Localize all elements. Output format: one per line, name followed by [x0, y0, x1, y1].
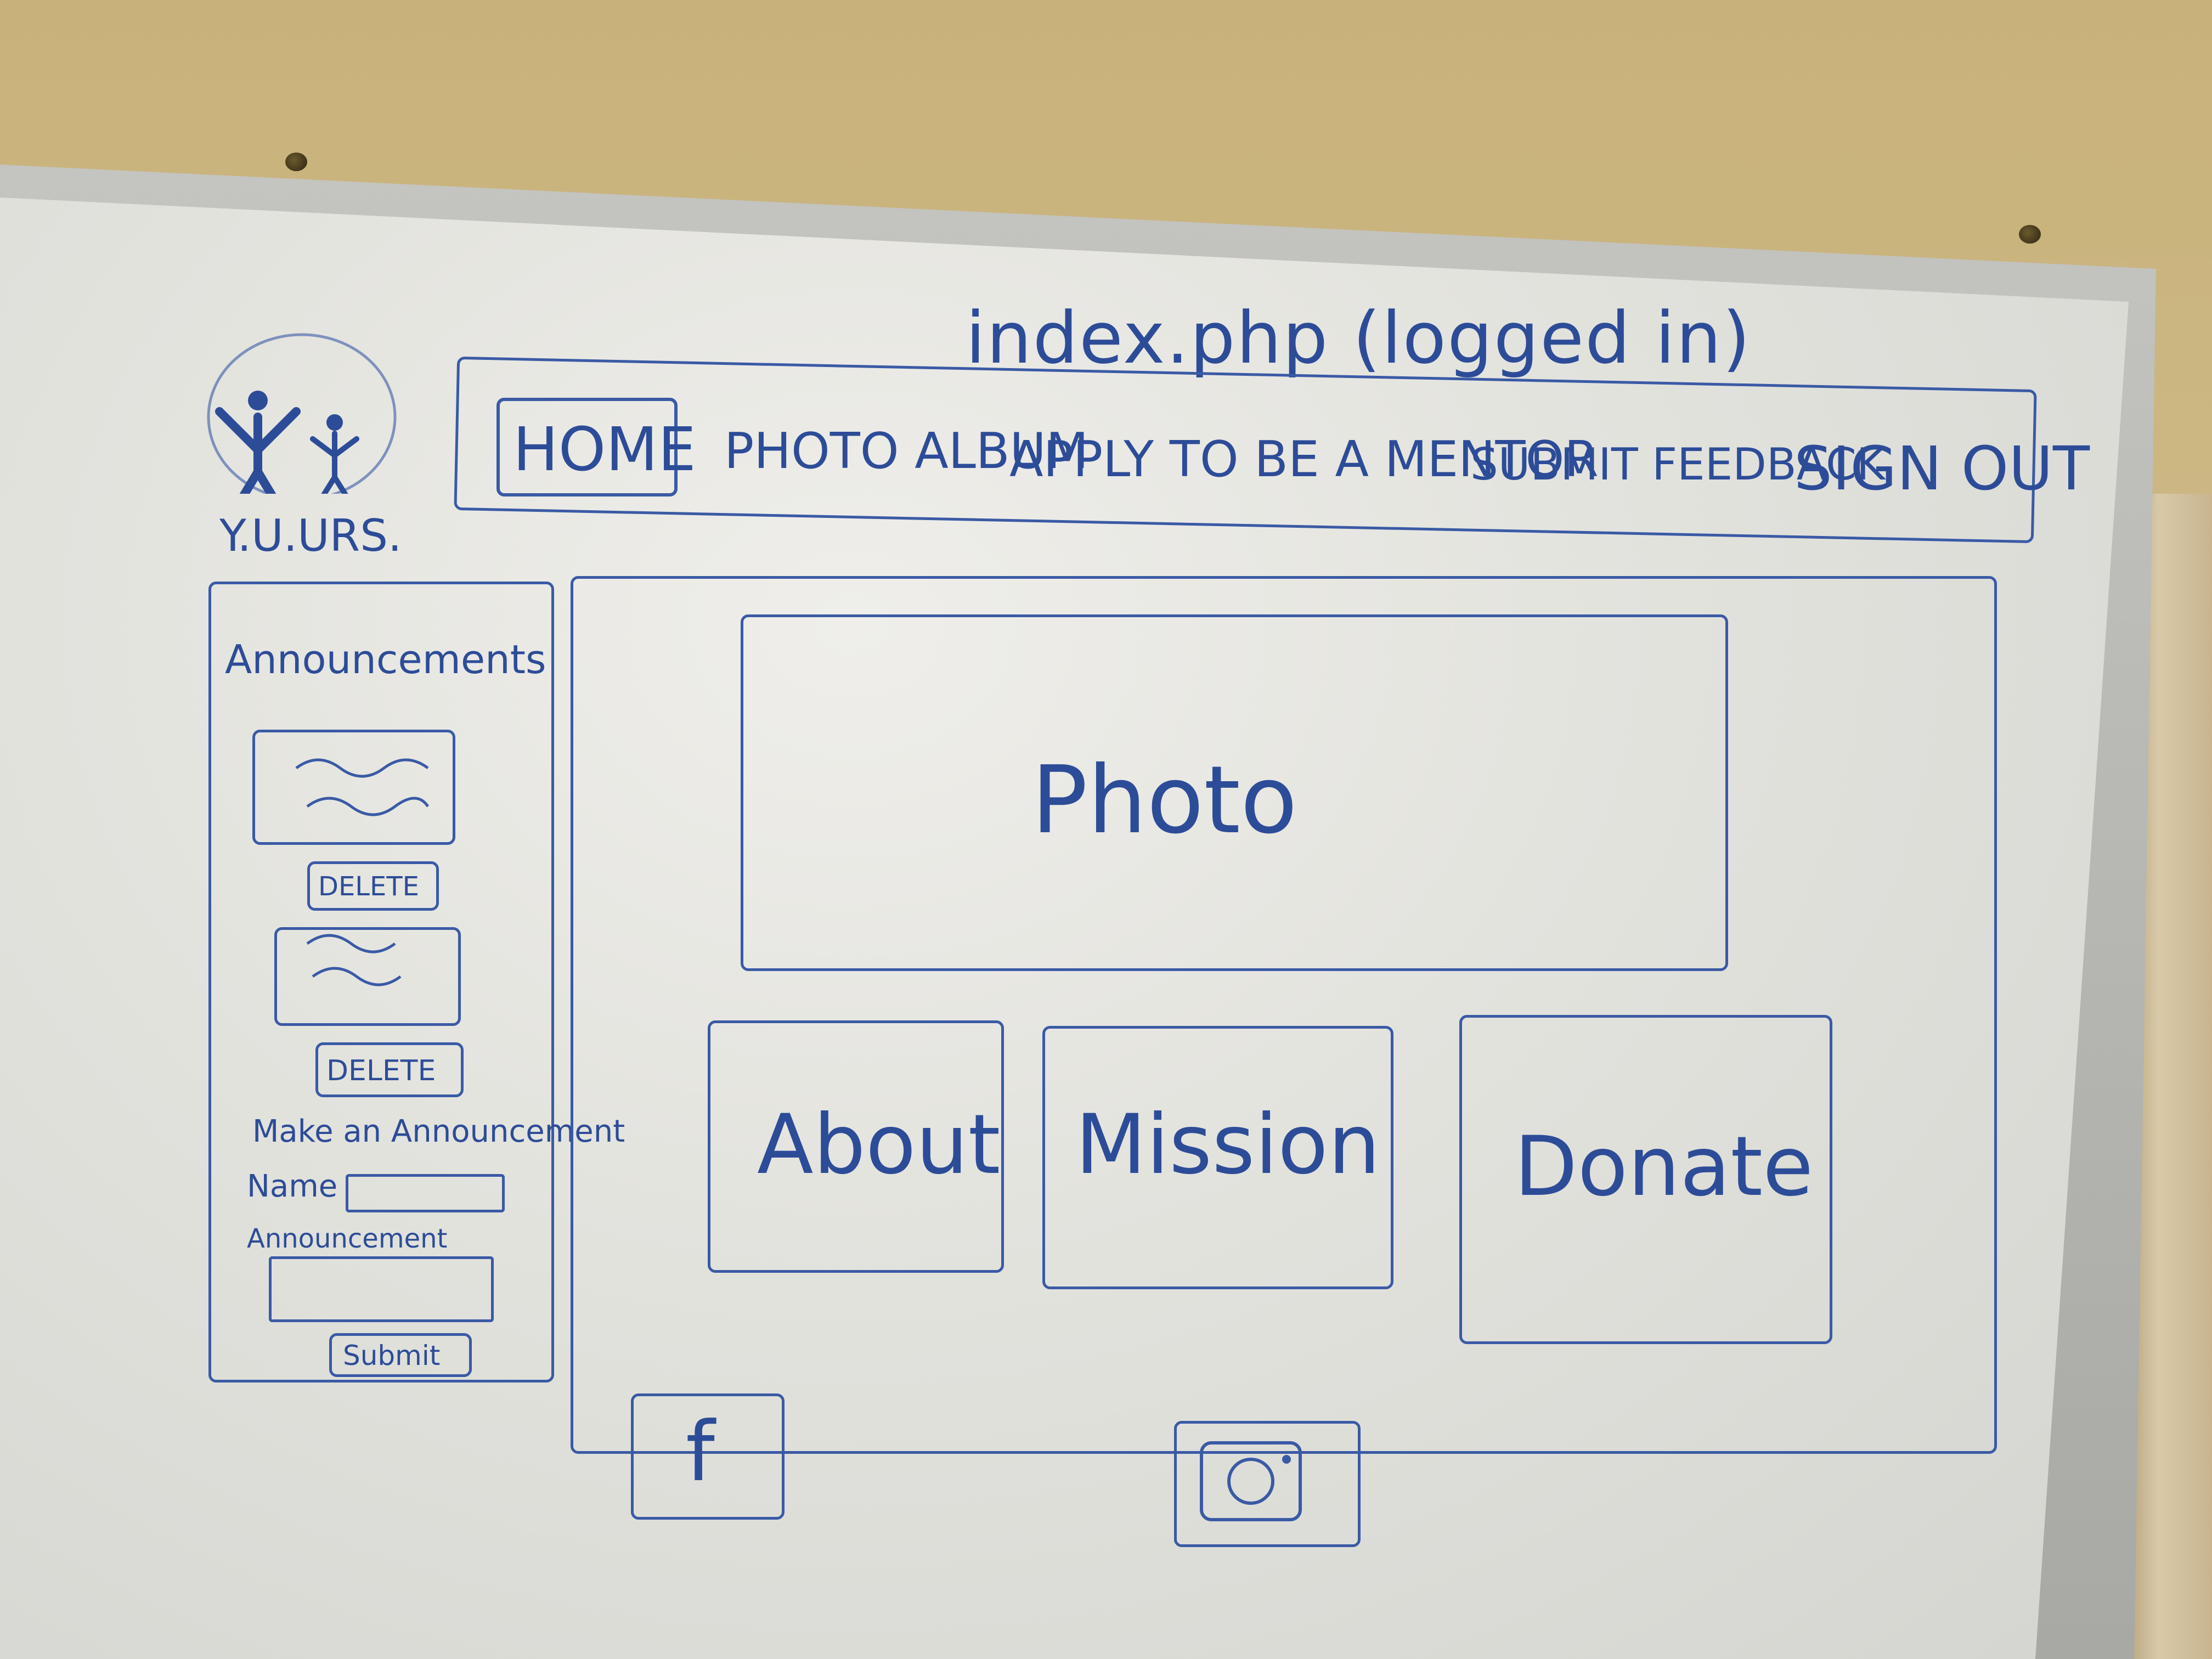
hero-photo-label: Photo	[1031, 746, 1297, 855]
submit-button[interactable]	[329, 1333, 472, 1377]
nav-home-button[interactable]	[496, 398, 678, 496]
nav-apply-mentor[interactable]: APPLY TO BE A MENTOR	[1009, 431, 1599, 488]
announcement-label: Announcement	[247, 1223, 448, 1254]
announcement-card	[274, 927, 461, 1026]
announcement-card	[252, 730, 455, 845]
instagram-icon[interactable]	[1174, 1421, 1361, 1547]
delete-button-2[interactable]	[315, 1042, 464, 1097]
make-announcement-title: Make an Announcement	[252, 1114, 625, 1149]
logo-figures-icon	[207, 333, 397, 494]
hero-photo	[741, 614, 1728, 971]
about-card[interactable]	[708, 1020, 1004, 1273]
page-title: index.php (logged in)	[966, 296, 1752, 380]
wall-hook	[2019, 225, 2041, 244]
nav-submit-feedback[interactable]: SUBMIT FEEDBACK	[1470, 439, 1886, 490]
mission-card[interactable]	[1042, 1026, 1393, 1289]
sidebar	[208, 582, 554, 1383]
wall-hook	[285, 153, 307, 171]
donate-card[interactable]	[1459, 1015, 1832, 1344]
donate-label: Donate	[1514, 1119, 1814, 1215]
logo-text: Y.U.URS.	[219, 510, 402, 561]
name-label: Name	[247, 1169, 338, 1204]
delete-button-1[interactable]	[307, 861, 439, 911]
announcement-textarea[interactable]	[269, 1256, 494, 1322]
nav-sign-out[interactable]: SIGN OUT	[1794, 433, 2090, 504]
mission-label: Mission	[1075, 1097, 1380, 1193]
nav-photo-album[interactable]: PHOTO ALBUM	[724, 422, 1089, 480]
logo	[198, 329, 406, 494]
facebook-icon-glyph: f	[686, 1404, 715, 1500]
submit-label: Submit	[343, 1340, 441, 1372]
delete-label-2: DELETE	[326, 1054, 436, 1087]
nav-home-label: HOME	[513, 414, 696, 484]
delete-label-1: DELETE	[318, 871, 420, 902]
name-input[interactable]	[346, 1174, 505, 1212]
facebook-icon[interactable]	[631, 1393, 785, 1520]
about-label: About	[757, 1097, 1001, 1193]
announcements-title: Announcements	[225, 636, 546, 682]
